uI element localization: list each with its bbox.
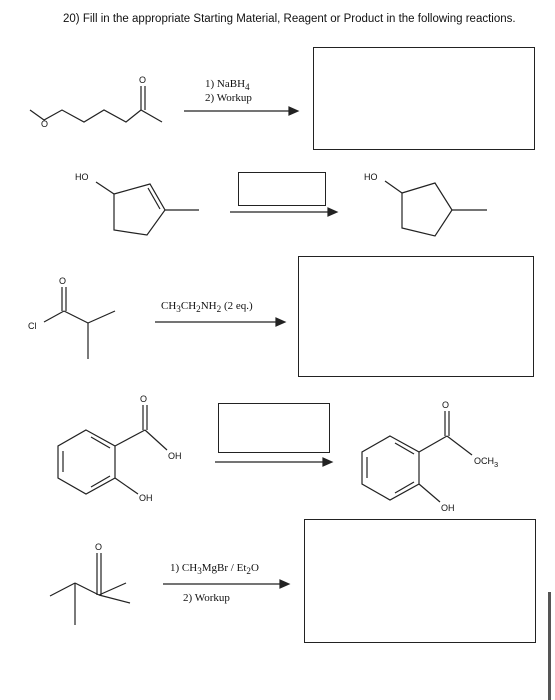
reaction-5-reagent-line-2: 2) Workup bbox=[183, 592, 230, 604]
reaction-4-start-phenol-oh-label: OH bbox=[139, 493, 153, 503]
reaction-2-reagent-box[interactable] bbox=[238, 172, 326, 206]
reaction-4-product-ester-label: OCH3 bbox=[474, 456, 499, 469]
reaction-1-starting-material bbox=[29, 86, 163, 123]
reaction-1-answer-box[interactable] bbox=[313, 47, 535, 150]
reaction-3-arrow bbox=[155, 317, 287, 327]
reaction-2-start-hydroxyl-label: HO bbox=[75, 172, 89, 182]
reaction-1-carbonyl-oxygen: O bbox=[139, 75, 147, 85]
reaction-4-arrow bbox=[215, 457, 334, 467]
reaction-1-methoxy-oxygen: O bbox=[41, 119, 49, 129]
reaction-5-starting-material bbox=[49, 553, 131, 625]
reaction-4-product bbox=[361, 411, 473, 503]
reaction-2-product bbox=[384, 180, 487, 237]
reaction-5-carbonyl-oxygen: O bbox=[95, 542, 103, 552]
reaction-5-reagent-line-1: 1) CH3MgBr / Et2O bbox=[170, 562, 259, 577]
reaction-5-arrow bbox=[163, 579, 291, 589]
reaction-2-starting-material bbox=[95, 181, 199, 236]
reaction-3-starting-material bbox=[43, 287, 116, 359]
reaction-3-carbonyl-oxygen: O bbox=[59, 276, 67, 286]
reaction-3-chlorine-label: Cl bbox=[28, 321, 37, 331]
reaction-4-start-acid-oh-label: OH bbox=[168, 451, 182, 461]
reaction-1-reagent-line-1: 1) NaBH4 bbox=[205, 78, 250, 93]
reaction-2-arrow bbox=[230, 207, 339, 217]
reaction-4-product-phenol-oh-label: OH bbox=[441, 503, 455, 513]
reaction-1-arrow bbox=[184, 106, 300, 116]
reaction-1-reagent-line-2: 2) Workup bbox=[205, 92, 252, 104]
reaction-3-answer-box[interactable] bbox=[298, 256, 534, 377]
question-title: 20) Fill in the appropriate Starting Mat… bbox=[63, 13, 516, 25]
reaction-4-reagent-box[interactable] bbox=[218, 403, 330, 453]
reaction-4-starting-material bbox=[57, 405, 168, 495]
reaction-5-answer-box[interactable] bbox=[304, 519, 536, 643]
reaction-3-reagent: CH3CH2NH2 (2 eq.) bbox=[161, 300, 253, 315]
reaction-4-start-carbonyl-oxygen: O bbox=[140, 394, 148, 404]
reaction-2-product-hydroxyl-label: HO bbox=[364, 172, 378, 182]
scrollbar[interactable] bbox=[548, 592, 551, 700]
reaction-4-product-carbonyl-oxygen: O bbox=[442, 400, 450, 410]
